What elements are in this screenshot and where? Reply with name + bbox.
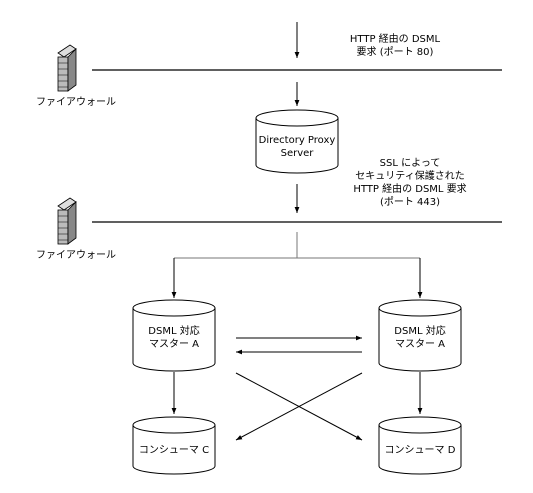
firewall-label: ファイアウォール xyxy=(36,97,116,108)
top-request-label-line: 要求 (ポート 80) xyxy=(356,47,434,58)
master-right-label: DSML 対応 マスター A xyxy=(380,325,460,351)
master-right-label-line: DSML 対応 xyxy=(394,326,446,337)
master-left-label: DSML 対応 マスター A xyxy=(134,325,214,351)
master-right-label-line: マスター A xyxy=(394,339,446,350)
master-right-cylinder xyxy=(378,299,462,372)
firewall-icon xyxy=(57,197,77,245)
ssl-request-label: SSL によって セキュリティ保護された HTTP 経由の DSML 要求 (ポ… xyxy=(345,157,475,209)
consumer-right-label: コンシューマ D xyxy=(384,445,456,456)
top-request-label-line: HTTP 経由の DSML xyxy=(349,34,441,45)
ssl-request-label-line: (ポート 443) xyxy=(379,197,441,208)
proxy-label-line: Server xyxy=(280,148,314,159)
ssl-request-label-line: セキュリティ保護された xyxy=(355,171,465,182)
proxy-label: Directory Proxy Server xyxy=(252,134,342,160)
top-request-label: HTTP 経由の DSML 要求 (ポート 80) xyxy=(345,33,445,59)
consumer-left-label: コンシューマ C xyxy=(138,445,210,456)
ssl-request-label-line: HTTP 経由の DSML 要求 xyxy=(353,184,467,195)
master-left-label-line: DSML 対応 xyxy=(148,326,200,337)
firewall-label: ファイアウォール xyxy=(36,250,116,261)
ssl-request-label-line: SSL によって xyxy=(379,158,441,169)
firewall-icon xyxy=(57,44,77,92)
consumer-left-cylinder xyxy=(132,416,216,475)
replication-arrow-cross xyxy=(235,372,363,441)
consumer-right-cylinder xyxy=(378,416,462,475)
proxy-label-line: Directory Proxy xyxy=(258,135,336,146)
master-left-label-line: マスター A xyxy=(148,339,200,350)
master-left-cylinder xyxy=(132,299,216,372)
directory-proxy-server-cylinder xyxy=(255,109,339,174)
